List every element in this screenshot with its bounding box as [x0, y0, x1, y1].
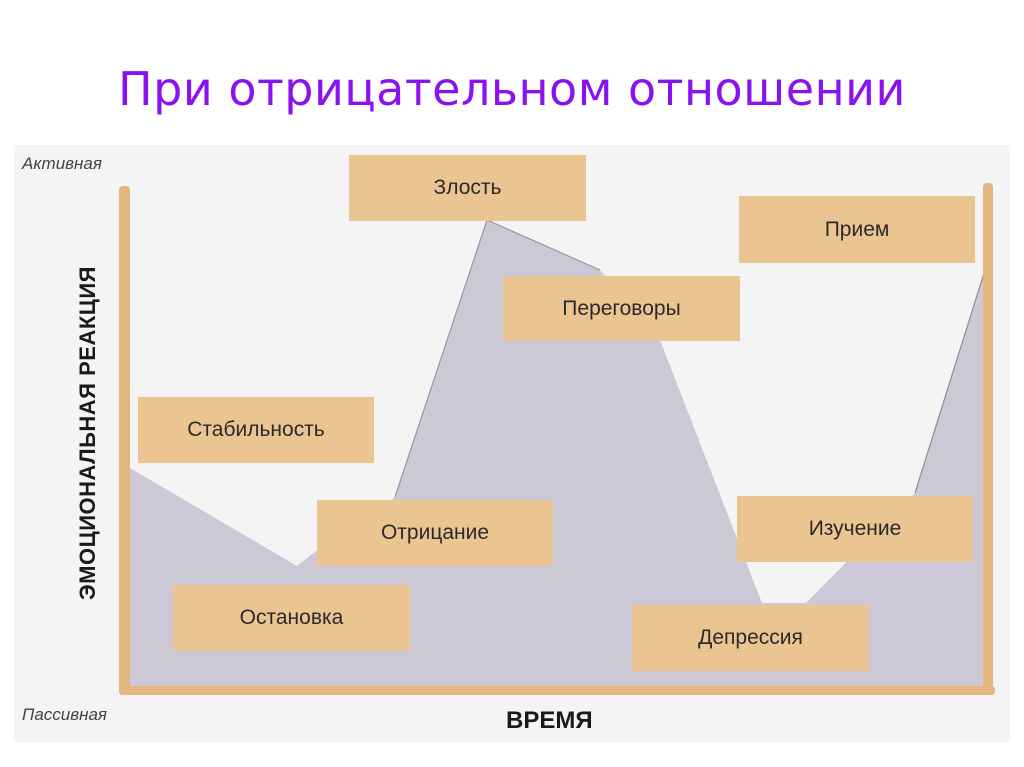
x-axis-line [119, 686, 995, 695]
x-axis-label: ВРЕМЯ [506, 707, 593, 734]
right-axis-line [983, 183, 993, 693]
stage-stop: Остановка [173, 585, 410, 651]
y-axis-label: ЭМОЦИОНАЛЬНАЯ РЕАКЦИЯ [75, 266, 100, 600]
stage-acceptance: Прием [739, 196, 975, 263]
stage-stability: Стабильность [138, 397, 374, 463]
page-title: При отрицательном отношении [118, 62, 906, 116]
stage-exploration: Изучение [737, 496, 973, 562]
stage-depression: Депрессия [632, 605, 869, 671]
passive-label: Пассивная [22, 705, 107, 724]
y-axis-line [119, 186, 130, 694]
stage-denial: Отрицание [317, 500, 553, 566]
active-label: Активная [22, 154, 102, 173]
stage-anger: Злость [349, 155, 586, 221]
stage-bargaining: Переговоры [503, 276, 740, 341]
